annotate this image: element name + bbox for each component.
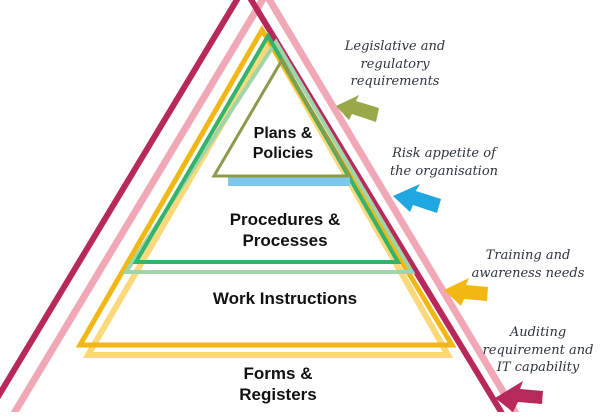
level-plans-policies: Plans & Policies	[218, 124, 348, 163]
label-training: Training and awareness needs	[460, 247, 596, 282]
label-auditing-line1: Auditing	[509, 325, 567, 340]
level-forms-line2: Registers	[239, 384, 317, 404]
arrow-risk	[393, 184, 441, 213]
olive-triangle	[211, 57, 353, 178]
level-plans-line1: Plans &	[253, 125, 313, 142]
label-auditing-line2: requirement and	[482, 342, 594, 358]
label-training-line2: awareness needs	[471, 265, 585, 281]
level-work-instructions-line1: Work Instructions	[212, 289, 358, 308]
level-forms-registers: Forms & Registers	[188, 364, 368, 405]
level-work-instructions: Work Instructions	[177, 289, 393, 310]
arrow-auditing	[495, 381, 543, 412]
green-light-triangle	[122, 38, 416, 274]
label-legislative-line3: requirements	[350, 74, 440, 90]
label-auditing-line3: IT capability	[496, 360, 580, 376]
arrow-legislative	[336, 95, 379, 122]
label-legislative: Legislative and regulatory requirements	[330, 38, 460, 91]
level-forms-line1: Forms &	[243, 364, 313, 383]
label-risk: Risk appetite of the organisation	[370, 145, 518, 180]
label-legislative-line1: Legislative and	[344, 39, 446, 54]
yellow-light-triangle	[82, 35, 454, 358]
risk-bar	[228, 176, 350, 186]
arrow-training	[444, 278, 488, 306]
label-training-line1: Training and	[485, 248, 571, 263]
outer-shadow-triangle	[7, 0, 523, 417]
label-legislative-line2: regulatory	[360, 56, 430, 72]
outer-triangle	[0, 0, 508, 417]
level-plans-line2: Policies	[252, 144, 314, 162]
level-procedures-processes: Procedures & Processes	[192, 210, 378, 251]
level-procedures-line1: Procedures &	[229, 210, 341, 229]
label-risk-line2: the organisation	[389, 163, 499, 179]
label-risk-line1: Risk appetite of	[392, 146, 496, 161]
label-auditing: Auditing requirement and IT capability	[472, 324, 604, 377]
level-procedures-line2: Processes	[242, 230, 328, 250]
